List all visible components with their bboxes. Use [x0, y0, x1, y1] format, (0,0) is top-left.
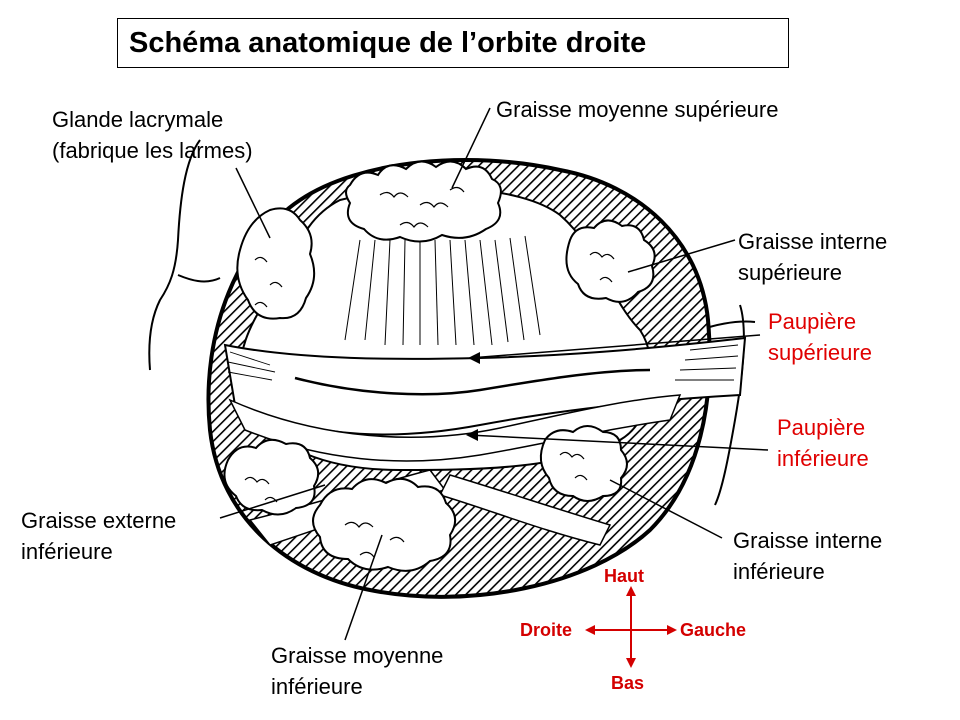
label-lacrimal-gland: Glande lacrymale (fabrique les larmes): [52, 104, 253, 166]
compass-left-label: Droite: [520, 620, 573, 640]
title-box: Schéma anatomique de l’orbite droite: [117, 18, 789, 68]
fat-lacrimal-shape: [236, 207, 316, 320]
label-line: Paupière: [768, 309, 857, 334]
compass-right-label: Gauche: [680, 620, 747, 640]
label-line: supérieure: [738, 260, 842, 285]
label-line: (fabrique les larmes): [52, 138, 253, 163]
label-lower-eyelid: Paupière inférieure: [777, 412, 869, 474]
label-line: supérieure: [768, 340, 872, 365]
leader-ext-inf: [219, 484, 326, 519]
leader-mid-inf: [344, 534, 383, 641]
leader-upper-lid: [469, 334, 761, 359]
label-external-inferior-fat: Graisse externe inférieure: [21, 505, 176, 567]
fat-mid-inferior-shape: [312, 477, 457, 572]
label-line: Paupière: [777, 415, 866, 440]
label-line: inférieure: [271, 674, 363, 699]
leader-lacrimal: [235, 167, 271, 239]
label-line: inférieure: [777, 446, 869, 471]
label-line: Graisse externe: [21, 508, 177, 533]
page-title: Schéma anatomique de l’orbite droite: [129, 27, 647, 59]
fat-internal-inferior-shape: [539, 425, 628, 502]
orientation-compass: [585, 586, 677, 668]
label-line: Graisse moyenne supérieure: [496, 97, 779, 122]
leader-lines: [219, 107, 769, 641]
leader-int-inf: [609, 479, 723, 539]
label-line: Graisse interne: [738, 229, 888, 254]
label-line: Graisse interne: [733, 528, 883, 553]
label-internal-inferior-fat: Graisse interne inférieure: [733, 525, 882, 587]
label-line: Glande lacrymale: [52, 107, 224, 132]
fat-external-inferior-shape: [223, 438, 320, 516]
label-line: Graisse moyenne: [271, 643, 444, 668]
label-line: inférieure: [21, 539, 113, 564]
fat-lobules: [223, 160, 656, 572]
label-mid-inferior-fat: Graisse moyenne inférieure: [271, 640, 443, 702]
label-upper-eyelid: Paupière supérieure: [768, 306, 872, 368]
leader-lower-lid: [467, 434, 769, 451]
leader-int-sup: [627, 239, 736, 273]
label-line: inférieure: [733, 559, 825, 584]
leader-mid-sup: [451, 107, 491, 189]
compass-down-label: Bas: [611, 673, 645, 693]
compass-up-label: Haut: [604, 566, 644, 586]
fat-internal-superior-shape: [565, 219, 656, 303]
fat-mid-superior-shape: [345, 160, 502, 243]
label-internal-superior-fat: Graisse interne supérieure: [738, 226, 887, 288]
label-mid-superior-fat: Graisse moyenne supérieure: [496, 94, 778, 125]
